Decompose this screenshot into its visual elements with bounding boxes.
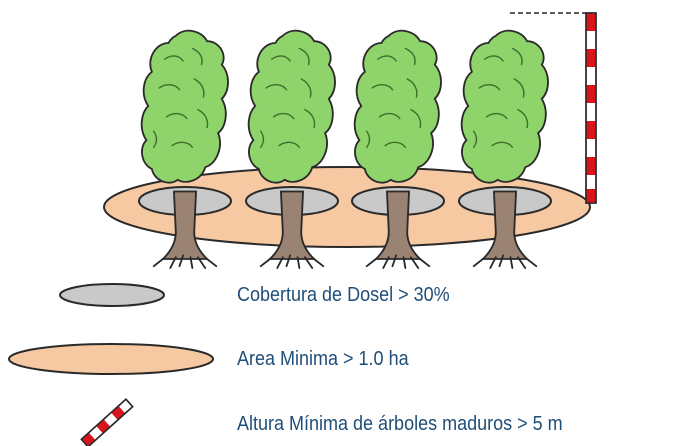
measuring-pole-legend-icon (80, 398, 134, 446)
area-ellipse (103, 166, 591, 248)
legend-canopy-label: Cobertura de Dosel > 30% (237, 284, 450, 306)
area-ellipse-icon (8, 343, 214, 375)
legend-area-label: Area Minima > 1.0 ha (237, 348, 409, 370)
measuring-pole-icon (585, 12, 597, 204)
canopy-ellipse-icon (59, 283, 165, 307)
legend-height-label: Altura Mínima de árboles maduros > 5 m (237, 413, 563, 435)
